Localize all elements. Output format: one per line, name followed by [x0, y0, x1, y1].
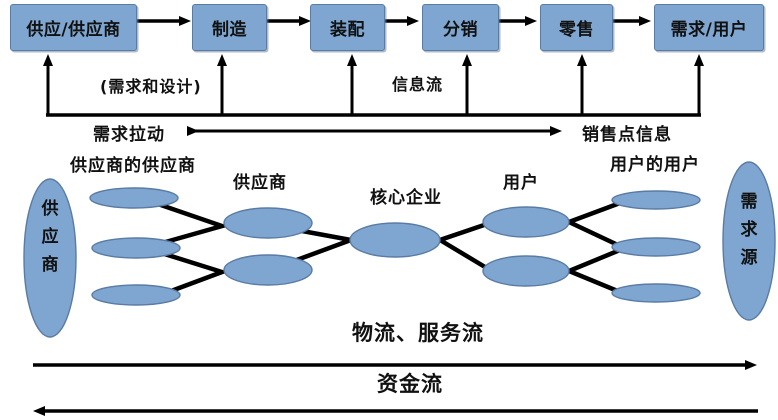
box-demand-user-label: 需求/用户	[670, 20, 748, 40]
label-user: 用户	[503, 173, 539, 193]
demand-source-ellipse	[722, 161, 776, 321]
information-flow-bus	[43, 54, 704, 117]
box-manufacturing: 制造	[192, 4, 267, 51]
user-node-1	[482, 206, 570, 238]
label-users-user: 用户的用户	[610, 155, 700, 175]
label-pos-information: 销售点信息	[582, 125, 672, 145]
box-distribution-label: 分销	[443, 20, 478, 40]
supplier-node-1	[223, 207, 313, 239]
label-logistics-service-flow: 物流、服务流	[352, 321, 484, 345]
suppliers-supplier-node-2	[91, 237, 181, 259]
label-supplier: 供应商	[233, 173, 287, 193]
label-demand-pull: 需求拉动	[93, 125, 165, 145]
box-assembly-label: 装配	[330, 20, 365, 40]
box-assembly: 装配	[310, 4, 385, 51]
label-capital-flow: 资金流	[377, 372, 443, 396]
label-information-flow: 信息流	[392, 75, 444, 94]
users-user-node-2	[611, 237, 701, 257]
box-distribution: 分销	[422, 4, 499, 51]
label-supplier-source: 供应商	[41, 199, 59, 275]
box-manufacturing-label: 制造	[212, 20, 247, 40]
box-supply-supplier: 供应/供应商	[10, 4, 137, 51]
label-demand-and-design: (需求和设计)	[100, 77, 202, 96]
box-retail-label: 零售	[559, 20, 594, 40]
box-retail: 零售	[540, 4, 613, 51]
core-enterprise-node	[349, 222, 441, 258]
box-supply-supplier-label: 供应/供应商	[26, 20, 121, 40]
label-suppliers-supplier: 供应商的供应商	[70, 156, 196, 176]
user-node-2	[482, 255, 570, 287]
suppliers-supplier-node-1	[89, 187, 179, 209]
suppliers-supplier-node-3	[91, 284, 181, 306]
network-nodes	[23, 161, 776, 338]
label-core-enterprise: 核心企业	[370, 188, 442, 208]
users-user-node-1	[611, 190, 701, 210]
supplier-source-ellipse	[23, 178, 77, 338]
label-demand-source: 需求源	[740, 192, 758, 268]
users-user-node-3	[611, 283, 701, 303]
box-demand-user: 需求/用户	[654, 4, 764, 51]
supplier-node-2	[223, 254, 313, 286]
